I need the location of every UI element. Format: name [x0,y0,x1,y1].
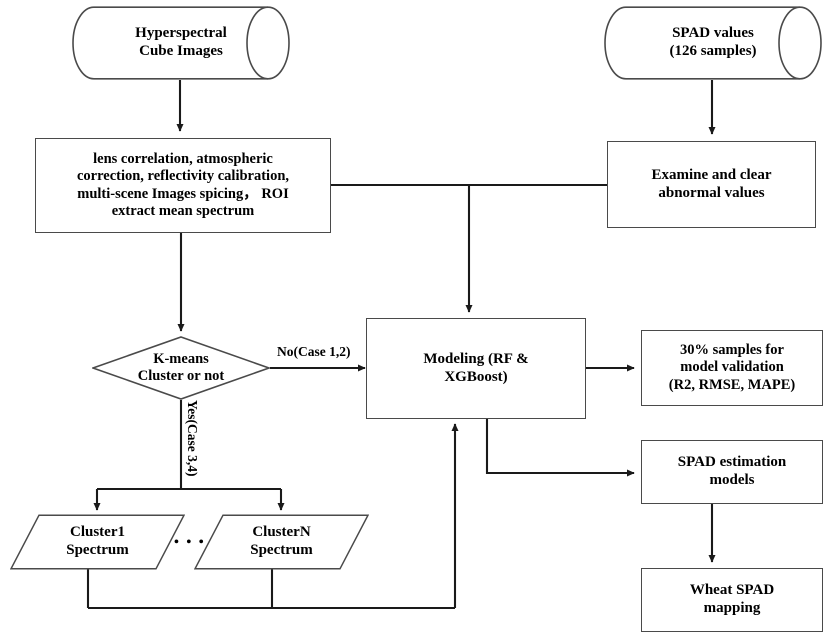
node-spad-values[interactable]: SPAD values (126 samples) [604,6,822,80]
node-clusterN[interactable]: ClusterN Spectrum [194,514,369,570]
node-label: ClusterN Spectrum [250,524,313,558]
parallelogram-shape-icon [194,514,369,570]
node-label: Cluster1 Spectrum [66,524,129,558]
node-label: Hyperspectral Cube Images [135,25,227,59]
node-label: SPAD values (126 samples) [669,25,757,59]
edge-label-yes-case: Yes(Case 3,4) [185,400,200,477]
cylinder-shape-icon [604,6,822,80]
node-label: lens correlation, atmospheric correction… [76,151,290,219]
node-label: Modeling (RF & XGBoost) [423,350,529,385]
node-preprocessing[interactable]: lens correlation, atmospheric correction… [35,138,331,233]
node-spad-models[interactable]: SPAD estimation models [641,440,823,504]
node-wheat-mapping[interactable]: Wheat SPAD mapping [641,568,823,632]
node-kmeans-decision[interactable]: K-means Cluster or not [92,336,270,400]
node-validation[interactable]: 30% samples for model validation (R2, RM… [641,330,823,406]
diamond-shape-icon [92,336,270,400]
node-examine-clear[interactable]: Examine and clear abnormal values [607,141,816,228]
node-label: SPAD estimation models [677,454,787,488]
parallelogram-shape-icon [10,514,185,570]
cylinder-shape-icon [72,6,290,80]
node-cluster1[interactable]: Cluster1 Spectrum [10,514,185,570]
node-label: Examine and clear abnormal values [651,166,772,201]
cluster-ellipsis: • • • [174,535,206,550]
edge-label-no-case: No(Case 1,2) [277,344,351,359]
node-modeling[interactable]: Modeling (RF & XGBoost) [366,318,586,419]
node-label: 30% samples for model validation (R2, RM… [668,342,796,393]
node-hyperspectral-cube[interactable]: Hyperspectral Cube Images [72,6,290,80]
node-label: K-means Cluster or not [137,350,225,384]
edge-modeling-to-spad-models [485,419,635,477]
node-label: Wheat SPAD mapping [689,582,775,616]
